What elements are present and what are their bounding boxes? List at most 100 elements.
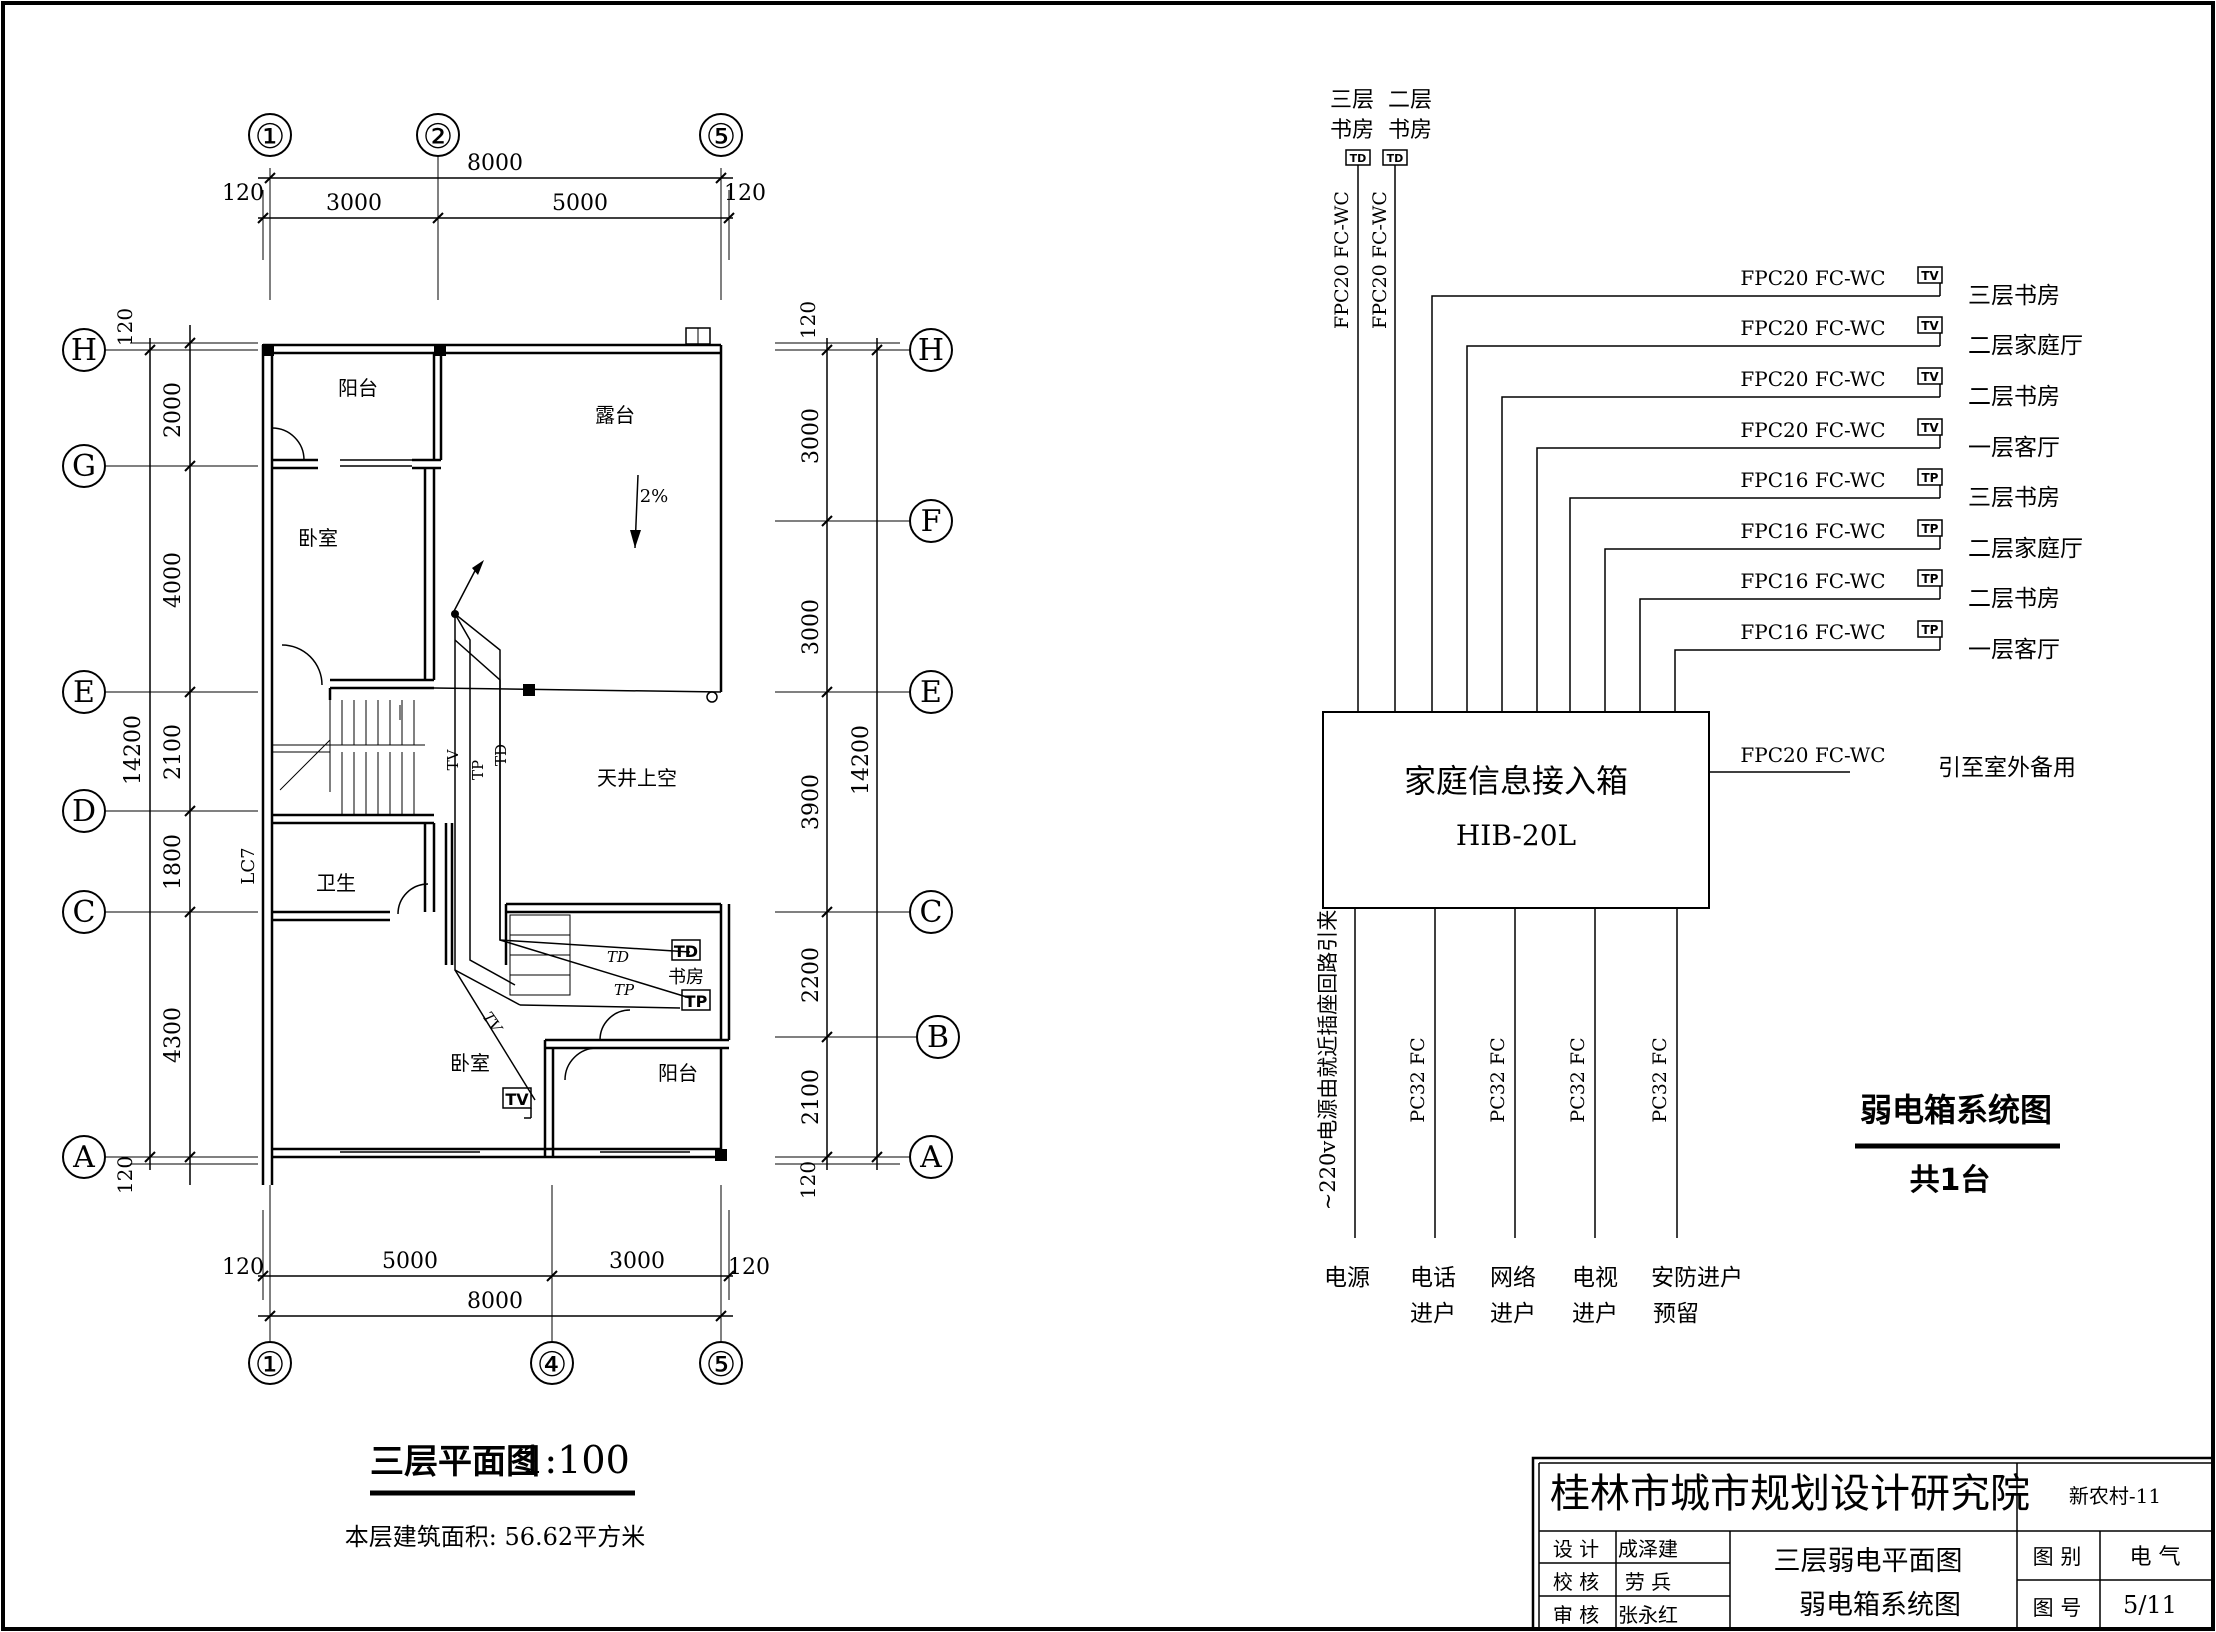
axis-bubble-top-5 [699, 113, 743, 157]
plan-scale: 1:100 [520, 1438, 630, 1482]
branch-line-4 [1536, 447, 1940, 712]
room-bedroom-bottom: 卧室 [450, 1051, 490, 1075]
conduit-label-td-2: TD [607, 948, 629, 966]
dim-top-seg2: 5000 [552, 191, 608, 216]
dim-top-left-margin: 120 [222, 181, 264, 206]
dim-top-total: 8000 [467, 151, 523, 176]
dim-left-seg4: 1800 [161, 834, 186, 890]
input-label-4: 电视 [1572, 1265, 1618, 1291]
role-check: 校 核 [1553, 1570, 1599, 1594]
number-label: 图 号 [2033, 1596, 2082, 1620]
input-label-3b: 进户 [1490, 1301, 1536, 1327]
branch-dest-4: 一层客厅 [1968, 435, 2060, 461]
branch-tag-7: TP [1922, 572, 1939, 586]
dim-top-seg1: 3000 [326, 191, 382, 216]
outlet-tp-symbol [681, 989, 711, 1011]
plan-labels: ① ② ⑤ 8000 120 120 3000 5000 ① ④ ⑤ 5000 … [71, 117, 949, 1551]
drawing-title-1: 三层弱电平面图 [1774, 1546, 1963, 1577]
outlet-label-tp: TP [685, 992, 708, 1011]
room-balcony-bottom: 阳台 [658, 1061, 698, 1085]
institute-name: 桂林市城市规划设计研究院 [1550, 1471, 2030, 1517]
axis-label-top-1: ① [255, 117, 285, 157]
dim-right-bottom-margin: 120 [796, 1161, 820, 1199]
outdoor-dest: 引至室外备用 [1938, 755, 2076, 781]
outlet-tv-symbol [502, 1087, 532, 1109]
top-outlet-floor-1: 三层 [1330, 88, 1374, 113]
dim-top-right-margin: 120 [724, 181, 766, 206]
conduit-runs [451, 560, 691, 1101]
dim-left-bottom-margin: 120 [113, 1156, 137, 1194]
branch-line-5 [1569, 497, 1940, 712]
branch-tag-4: TV [1921, 421, 1939, 435]
system-count: 共1台 [1910, 1163, 1991, 1198]
info-box [1322, 711, 1710, 909]
conduit-label-tp: TP [469, 760, 487, 780]
name-design: 成泽建 [1618, 1537, 1678, 1561]
room-light-well: 天井上空 [597, 766, 677, 790]
axis-label-right-c: C [920, 895, 943, 930]
input-cable-3: PC32 FC [1487, 1037, 1509, 1122]
axis-label-bottom-5: ⑤ [706, 1345, 736, 1385]
title-block-text: 桂林市城市规划设计研究院 新农村-11 设 计 成泽建 校 核 劳 兵 审 核 … [1550, 1471, 2181, 1627]
room-toilet: 卫生 [316, 871, 356, 895]
conduit-label-tp-2: TP [614, 981, 635, 999]
input-cable-5: PC32 FC [1649, 1037, 1671, 1122]
role-review: 审 核 [1553, 1603, 1599, 1627]
dim-bottom-seg2: 3000 [609, 1249, 665, 1274]
top-outlet-td-2 [1382, 149, 1408, 166]
stair-treads [272, 700, 425, 815]
role-design: 设 计 [1553, 1537, 1599, 1561]
system-labels: 三层 书房 二层 书房 TD TD FPC20 FC-WC FPC20 FC-W… [1316, 88, 2083, 1327]
room-study: 书房 [668, 967, 704, 988]
branch-cable-2: FPC20 FC-WC [1740, 316, 1885, 340]
number-value: 5/11 [2123, 1591, 2177, 1619]
axis-label-right-b: B [927, 1020, 949, 1055]
outlet-label-td: TD [674, 942, 698, 961]
room-balcony-top: 阳台 [338, 376, 378, 400]
project-code: 新农村-11 [2069, 1484, 2161, 1508]
dim-right-seg2: 3000 [799, 599, 824, 655]
box-model: HIB-20L [1456, 819, 1576, 852]
top-outlet-td-1 [1345, 149, 1371, 166]
dim-right-seg3: 3900 [799, 774, 824, 830]
box-name: 家庭信息接入箱 [1404, 762, 1628, 800]
branch-tag-3: TV [1921, 370, 1939, 384]
input-label-1: 电源 [1324, 1265, 1370, 1291]
axis-label-left-g: G [72, 449, 96, 484]
axis-label-left-h: H [71, 333, 97, 368]
branch-tag-5: TP [1922, 471, 1939, 485]
top-outlet-tag-1: TD [1350, 152, 1367, 165]
branch-cable-8: FPC16 FC-WC [1740, 620, 1885, 644]
room-terrace: 露台 [595, 403, 635, 427]
axis-label-bottom-1: ① [255, 1345, 285, 1385]
category-value: 电 气 [2130, 1545, 2181, 1570]
name-review: 张永红 [1618, 1603, 1678, 1627]
category-label: 图 别 [2033, 1545, 2082, 1569]
dim-right-total: 14200 [849, 725, 874, 795]
outlet-label-tv: TV [505, 1090, 529, 1109]
branch-line-6 [1604, 548, 1940, 712]
branch-cable-7: FPC16 FC-WC [1740, 569, 1885, 593]
building-walls [261, 343, 731, 1185]
axis-label-left-d: D [72, 794, 96, 829]
branch-cable-6: FPC16 FC-WC [1740, 519, 1885, 543]
axis-label-top-2: ② [423, 117, 453, 157]
dim-left-seg3: 2100 [161, 724, 186, 780]
dim-bottom-seg1: 5000 [382, 1249, 438, 1274]
top-outlet-tag-2: TD [1387, 152, 1404, 165]
input-cable-4: PC32 FC [1567, 1037, 1589, 1122]
dim-right-seg4: 2200 [799, 947, 824, 1003]
plan-area-note: 本层建筑面积: 56.62平方米 [345, 1523, 645, 1551]
axis-bubble-top-1 [248, 113, 292, 157]
branch-tag-6: TP [1922, 522, 1939, 536]
conduit-label-tv: TV [444, 748, 462, 770]
dim-right-seg5: 2100 [799, 1069, 824, 1125]
title-block [1531, 1456, 2215, 1631]
conduit-label-td: TD [492, 744, 510, 766]
axis-label-right-f: F [921, 504, 942, 539]
branch-cable-1: FPC20 FC-WC [1740, 266, 1885, 290]
dim-left-seg5: 4300 [161, 1007, 186, 1063]
branch-cable-3: FPC20 FC-WC [1740, 367, 1885, 391]
axis-label-right-a: A [919, 1140, 942, 1175]
